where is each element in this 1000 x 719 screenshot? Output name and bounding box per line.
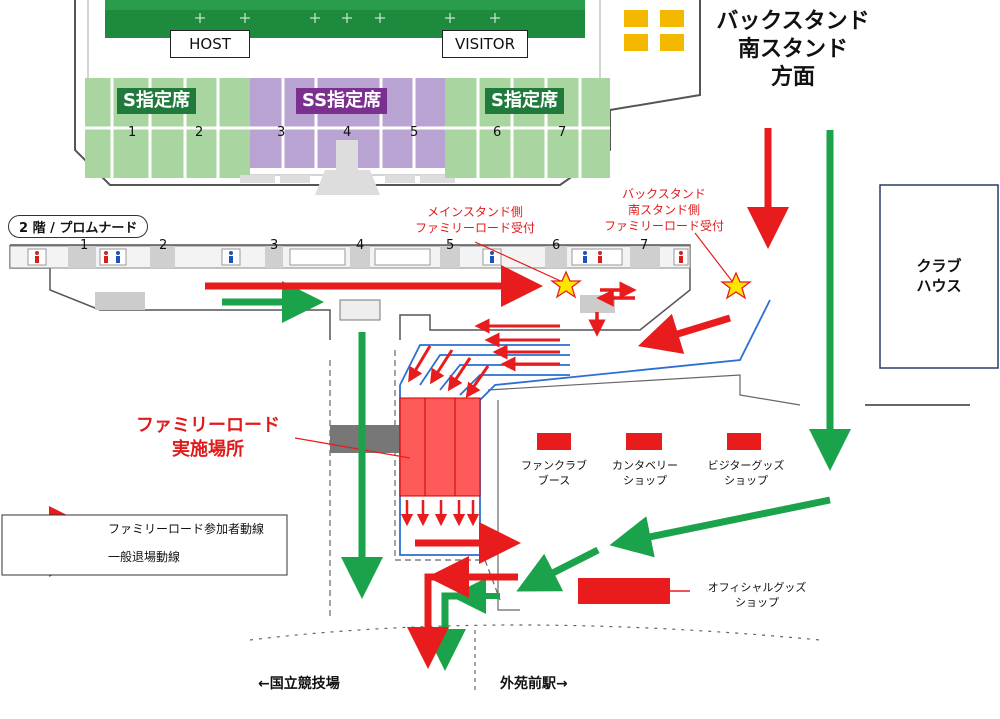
section-number: 2	[195, 125, 204, 140]
visitor-label: VISITOR	[442, 30, 528, 58]
ground-outlines	[249, 350, 970, 690]
promenade-number: 3	[270, 238, 279, 253]
promenade-number: 5	[446, 238, 455, 253]
legend-green-label: 一般退場動線	[108, 550, 181, 564]
section-number: 7	[558, 125, 567, 140]
promenade	[9, 244, 691, 340]
green-route	[30, 130, 851, 671]
club-house-label: クラブ ハウス	[916, 257, 962, 295]
s-seat-tag-right: S指定席	[485, 88, 564, 114]
host-label: HOST	[170, 30, 250, 58]
section-number: 6	[493, 125, 502, 140]
yellow-blocks	[624, 10, 684, 51]
reception-star-back	[720, 271, 752, 300]
section-number: 1	[128, 125, 137, 140]
leader-lines	[294, 232, 736, 459]
promenade-label: 2 階 / プロムナード	[8, 215, 149, 238]
promenade-number: 6	[552, 238, 561, 253]
s-seat-tag-left: S指定席	[117, 88, 196, 114]
reception-main-label: メインスタンド側 ファミリーロード受付	[414, 205, 535, 235]
direction-back-stand: バックスタンド 南スタンド 方面	[716, 9, 870, 90]
fan-club-booth-label: ファンクラブ ブース	[521, 459, 587, 487]
booth-markers	[537, 433, 761, 604]
promenade-number: 7	[640, 238, 649, 253]
canterbury-shop-label: カンタベリー ショップ	[612, 459, 678, 487]
family-road-area	[399, 397, 481, 497]
promenade-number: 4	[356, 238, 365, 253]
official-goods-shop-label: オフィシャルグッズ ショップ	[707, 581, 807, 609]
section-number: 4	[343, 125, 352, 140]
promenade-number: 1	[80, 238, 89, 253]
section-number: 3	[277, 125, 286, 140]
legend-red-label: ファミリーロード参加者動線	[108, 522, 265, 536]
reception-back-label: バックスタンド 南スタンド側 ファミリーロード受付	[603, 187, 724, 233]
red-route	[30, 128, 789, 669]
section-number: 5	[410, 125, 419, 140]
club-house-building	[879, 184, 999, 369]
ss-seat-tag: SS指定席	[296, 88, 388, 114]
exit-national-stadium: ←国立競技場	[258, 676, 340, 692]
family-road-place-label: ファミリーロード 実施場所	[136, 415, 280, 460]
reception-star-main	[550, 270, 582, 299]
promenade-number: 2	[159, 238, 168, 253]
exit-gaienmae-station: 外苑前駅→	[500, 676, 568, 692]
visitor-goods-shop-label: ビジターグッズ ショップ	[707, 459, 785, 487]
legend-box	[1, 514, 288, 576]
